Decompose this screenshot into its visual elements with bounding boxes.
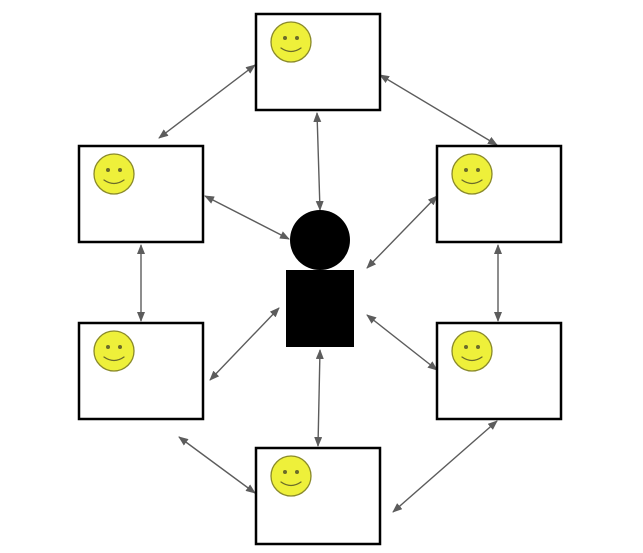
node-box bbox=[77, 144, 205, 244]
node-upper-right bbox=[435, 144, 563, 244]
smiley-face-icon bbox=[93, 330, 135, 372]
node-box bbox=[435, 321, 563, 421]
arrow-hub-bottom bbox=[314, 349, 324, 447]
node-box bbox=[254, 12, 382, 112]
arrow-bottom-lower-left bbox=[178, 436, 256, 494]
arrow-hub-top bbox=[313, 112, 324, 211]
person-head-icon bbox=[290, 210, 350, 270]
node-upper-left bbox=[77, 144, 205, 244]
person-body-icon bbox=[286, 270, 354, 347]
hub-person bbox=[286, 210, 354, 347]
arrow-lower-right-bottom bbox=[392, 420, 498, 513]
smiley-face-icon bbox=[93, 153, 135, 195]
arrow-top-upper-right bbox=[379, 74, 498, 146]
arrow-upper-left-top bbox=[158, 64, 256, 139]
node-top bbox=[254, 12, 382, 112]
smiley-face-icon bbox=[451, 153, 493, 195]
smiley-face-icon bbox=[451, 330, 493, 372]
arrow-hub-upper-right bbox=[366, 195, 438, 269]
node-box bbox=[435, 144, 563, 244]
connections bbox=[137, 64, 502, 513]
arrow-hub-upper-left bbox=[204, 195, 290, 240]
node-box bbox=[77, 321, 205, 421]
node-box bbox=[254, 446, 382, 546]
smiley-face-icon bbox=[270, 455, 312, 497]
node-lower-left bbox=[77, 321, 205, 421]
nodes bbox=[77, 12, 563, 546]
arrow-hub-lower-left bbox=[209, 307, 280, 381]
smiley-face-icon bbox=[270, 21, 312, 63]
node-bottom bbox=[254, 446, 382, 546]
node-lower-right bbox=[435, 321, 563, 421]
arrow-hub-lower-right bbox=[366, 314, 438, 371]
